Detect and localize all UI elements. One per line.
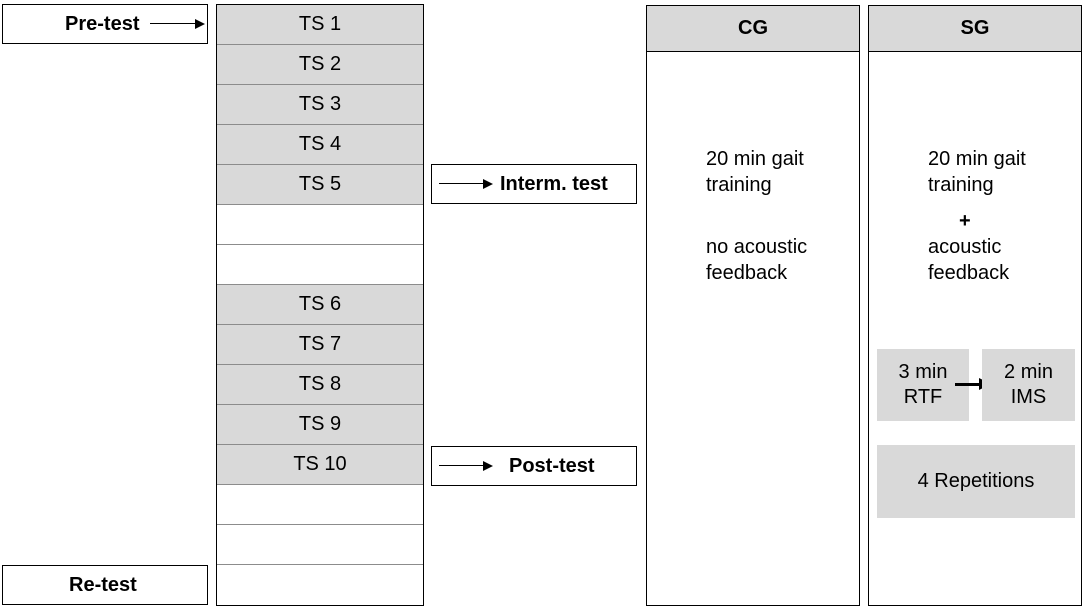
sg-feedback-line2: feedback xyxy=(928,262,1010,284)
rtf-box: 3 min RTF xyxy=(877,349,969,421)
training-session-label: TS 4 xyxy=(298,133,342,155)
re-test-box: Re-test xyxy=(2,565,208,605)
training-session-label: TS 1 xyxy=(298,13,342,35)
repetitions-label: 4 Repetitions xyxy=(917,470,1035,492)
ims-line2: IMS xyxy=(1010,386,1047,408)
training-session-ts-10: TS 10 xyxy=(217,445,423,485)
sg-training-line2: training xyxy=(928,174,994,196)
training-session-ts-1: TS 1 xyxy=(217,5,423,45)
post-test-box: Post-test xyxy=(431,446,637,486)
cg-feedback-line2: feedback xyxy=(706,262,788,284)
interm-test-box: Interm. test xyxy=(431,164,637,204)
rtf-line1: 3 min xyxy=(898,361,948,383)
pre-test-box: Pre-test xyxy=(2,4,208,44)
training-session-empty xyxy=(217,485,423,525)
ims-line1: 2 min xyxy=(1004,361,1053,383)
training-session-ts-5: TS 5 xyxy=(217,165,423,205)
sonification-group-panel: SG 20 min gait training + acoustic feedb… xyxy=(868,5,1082,606)
training-session-label: TS 5 xyxy=(298,173,342,195)
ims-box: 2 min IMS xyxy=(982,349,1075,421)
training-session-empty xyxy=(217,245,423,285)
pre-test-label: Pre-test xyxy=(65,12,140,35)
cg-training-line1: 20 min gait xyxy=(706,148,804,170)
training-session-ts-2: TS 2 xyxy=(217,45,423,85)
sg-feedback-line1: acoustic xyxy=(928,236,1002,258)
sg-training-line1: 20 min gait xyxy=(928,148,1026,170)
training-session-empty xyxy=(217,205,423,245)
control-group-panel: CG 20 min gait training no acoustic feed… xyxy=(646,5,860,606)
training-session-ts-9: TS 9 xyxy=(217,405,423,445)
training-session-ts-7: TS 7 xyxy=(217,325,423,365)
training-session-empty xyxy=(217,525,423,565)
training-session-empty xyxy=(217,565,423,605)
re-test-label: Re-test xyxy=(69,573,137,596)
repetitions-box: 4 Repetitions xyxy=(877,445,1075,518)
training-session-ts-6: TS 6 xyxy=(217,285,423,325)
training-session-label: TS 3 xyxy=(298,93,342,115)
training-session-ts-8: TS 8 xyxy=(217,365,423,405)
rtf-line2: RTF xyxy=(903,386,943,408)
interm-test-label: Interm. test xyxy=(500,172,608,195)
training-session-label: TS 2 xyxy=(298,53,342,75)
control-group-title: CG xyxy=(647,6,859,52)
training-session-label: TS 9 xyxy=(298,413,342,435)
training-sessions-column: TS 1 TS 2 TS 3 TS 4 TS 5 TS 6 TS 7 TS 8 TS 9 TS 1… xyxy=(216,4,424,606)
sonification-group-title: SG xyxy=(869,6,1081,52)
training-session-label: TS 8 xyxy=(298,373,342,395)
cg-training-line2: training xyxy=(706,174,772,196)
training-session-label: TS 10 xyxy=(293,453,347,475)
training-session-label: TS 6 xyxy=(298,293,342,315)
cg-feedback-line1: no acoustic xyxy=(706,236,808,258)
training-session-label: TS 7 xyxy=(298,333,342,355)
training-session-ts-4: TS 4 xyxy=(217,125,423,165)
sg-plus: + xyxy=(959,210,971,232)
training-session-ts-3: TS 3 xyxy=(217,85,423,125)
post-test-label: Post-test xyxy=(509,454,595,477)
